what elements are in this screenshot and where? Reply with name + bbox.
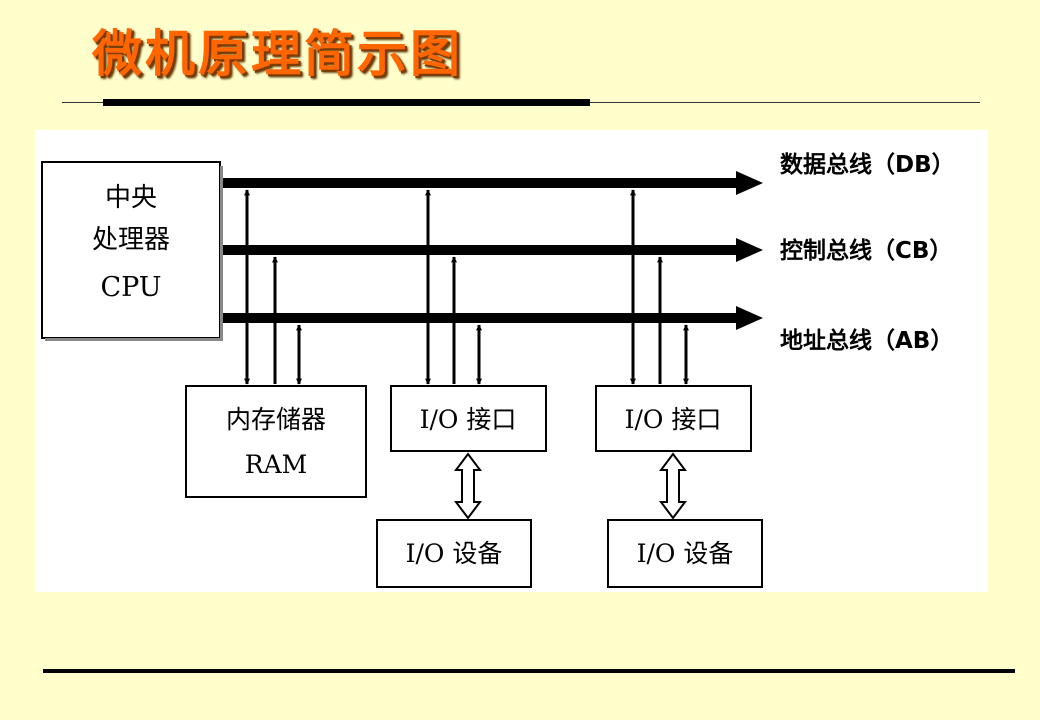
- memory-box: 内存储器 RAM: [185, 385, 367, 498]
- io-interface-label-2: I/O 接口: [625, 405, 722, 434]
- io1-device-link: [454, 452, 482, 520]
- cpu-label-line2: 处理器: [92, 225, 170, 255]
- title-rule-thick: [103, 99, 590, 106]
- data-bus-label: 数据总线（DB）: [780, 151, 955, 178]
- io-interface-label-1: I/O 接口: [420, 405, 517, 434]
- cpu-label-line3: CPU: [100, 272, 161, 303]
- io-interface-box-1: I/O 接口: [390, 385, 547, 452]
- control-bus-label: 控制总线（CB）: [780, 237, 952, 264]
- io1-bus-connectors: [425, 189, 482, 385]
- memory-bus-connectors: [244, 189, 302, 385]
- cpu-box: 中央 处理器 CPU: [41, 161, 223, 341]
- io-interface-box-2: I/O 接口: [595, 385, 752, 452]
- io-device-box-2: I/O 设备: [607, 519, 763, 588]
- slide-title: 微机原理简示图: [92, 25, 463, 83]
- io-device-label-2: I/O 设备: [637, 539, 734, 568]
- io-device-box-1: I/O 设备: [376, 519, 532, 588]
- diagram-panel: 数据总线（DB） 控制总线（CB） 地址总线（AB） 中央 处理器 CPU 内存…: [35, 130, 988, 592]
- cpu-label-line1: 中央: [105, 183, 157, 213]
- address-bus: [222, 306, 763, 330]
- io2-bus-connectors: [630, 189, 689, 385]
- footer-rule: [43, 669, 1015, 673]
- io-device-label-1: I/O 设备: [406, 539, 503, 568]
- address-bus-label: 地址总线（AB）: [780, 327, 953, 354]
- control-bus: [222, 238, 763, 262]
- microcomputer-diagram: 数据总线（DB） 控制总线（CB） 地址总线（AB） 中央 处理器 CPU 内存…: [41, 151, 955, 588]
- memory-label-line2: RAM: [245, 450, 307, 479]
- io2-device-link: [659, 452, 687, 520]
- memory-label-line1: 内存储器: [226, 405, 326, 434]
- data-bus: [222, 171, 763, 195]
